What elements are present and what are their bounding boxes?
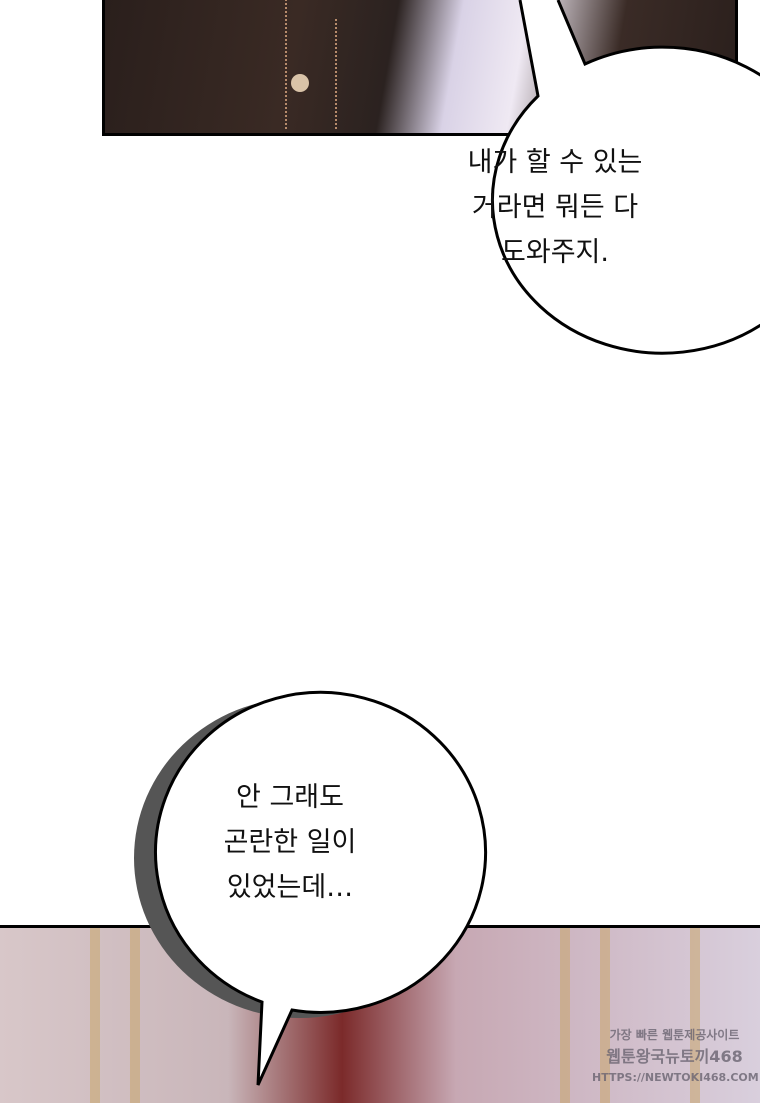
speech-line: 곤란한 일이 [223,827,357,858]
speech-line: 도와주지. [501,237,609,268]
watermark-url: HTTPS://NEWTOKI468.COM [592,1071,759,1084]
speech-bubble-1 [491,0,760,355]
speech-line: 있었는데… [226,872,354,903]
speech-bubble-2 [154,690,488,1086]
watermark: 가장 빠른 웹툰제공사이트 웹툰왕국뉴토끼468 HTTPS://NEWTOKI… [592,1025,759,1088]
speech-line: 안 그래도 [236,782,344,813]
speech-text-2: 안 그래도 곤란한 일이 있었는데… [160,775,420,910]
speech-line: 내가 할 수 있는 [467,147,643,178]
bottom-comic-panel [0,925,760,1103]
button-ornament [291,74,309,92]
speech-line: 거라면 뭐든 다 [471,192,639,223]
watermark-line: 가장 빠른 웹툰제공사이트 [609,1028,740,1042]
speech-text-1: 내가 할 수 있는 거라면 뭐든 다 도와주지. [420,140,690,275]
watermark-line: 웹툰왕국뉴토끼468 [606,1047,743,1066]
